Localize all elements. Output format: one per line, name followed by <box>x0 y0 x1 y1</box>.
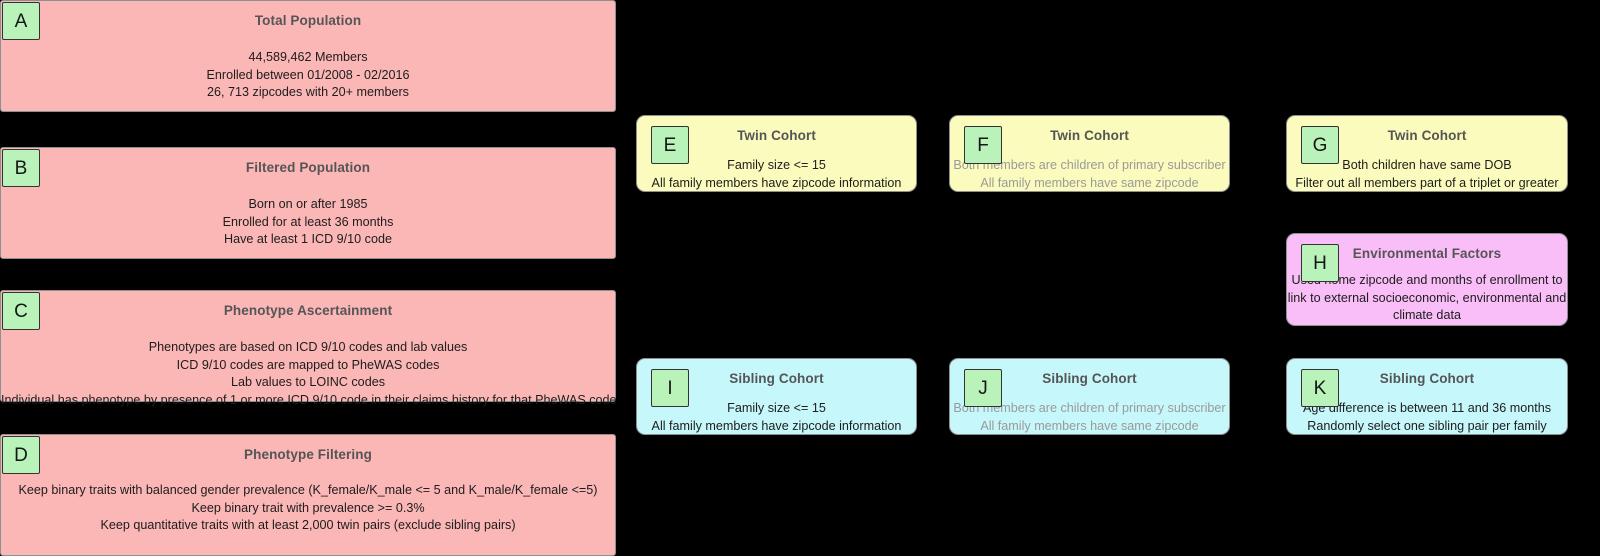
node-line: Randomly select one sibling pair per fam… <box>1307 418 1547 433</box>
node-lines-j: Both members are children of primary sub… <box>950 400 1229 435</box>
node-lines-d: Keep binary traits with balanced gender … <box>1 482 615 535</box>
node-card-h[interactable]: H Environmental Factors Used home zipcod… <box>1286 233 1568 326</box>
node-line: 26, 713 zipcodes with 20+ members <box>207 85 409 99</box>
node-badge-a: A <box>2 2 40 40</box>
node-line: All family members have zipcode informat… <box>651 175 902 190</box>
node-lines-g: Both children have same DOB Filter out al… <box>1287 157 1567 192</box>
node-line: Age difference is between 11 and 36 mont… <box>1302 401 1552 415</box>
node-badge-g: G <box>1301 126 1339 164</box>
node-lines-i: Family size <= 15 All family members have… <box>637 400 916 435</box>
node-line: Individual has phenotype by presence of … <box>1 392 617 407</box>
node-line: Phenotypes are based on ICD 9/10 codes a… <box>148 340 468 354</box>
node-badge-b: B <box>2 149 40 187</box>
node-line: Both members are children of primary sub… <box>953 158 1226 172</box>
node-line: Both members are children of primary sub… <box>953 401 1226 415</box>
node-badge-f: F <box>964 126 1002 164</box>
node-card-b[interactable]: B Filtered Population Born on or after 1… <box>0 147 616 259</box>
node-line: Have at least 1 ICD 9/10 code <box>223 232 392 246</box>
node-badge-c: C <box>2 292 40 330</box>
node-line: 44,589,462 Members <box>248 50 368 64</box>
node-line: All family members have same zipcode <box>980 418 1199 433</box>
node-card-e[interactable]: E Twin Cohort Family size <= 15 All famil… <box>636 115 917 192</box>
node-title-e: Twin Cohort <box>737 128 816 143</box>
node-line: All family members have same zipcode <box>980 175 1199 190</box>
node-card-f[interactable]: F Twin Cohort Both members are children … <box>949 115 1230 192</box>
node-lines-e: Family size <= 15 All family members have… <box>637 157 916 192</box>
node-badge-k: K <box>1301 369 1339 407</box>
node-title-j: Sibling Cohort <box>1042 371 1137 386</box>
node-line: Keep binary traits with balanced gender … <box>18 483 598 497</box>
node-title-f: Twin Cohort <box>1050 128 1129 143</box>
node-line: Family size <= 15 <box>727 158 826 172</box>
node-card-g[interactable]: G Twin Cohort Both children have same DO… <box>1286 115 1568 192</box>
node-card-i[interactable]: I Sibling Cohort Family size <= 15 All fa… <box>636 358 917 435</box>
node-title-h: Environmental Factors <box>1352 246 1502 261</box>
node-lines-k: Age difference is between 11 and 36 mont… <box>1287 400 1567 435</box>
node-lines-f: Both members are children of primary sub… <box>950 157 1229 192</box>
node-badge-i: I <box>651 369 689 407</box>
node-card-d[interactable]: D Phenotype Filtering Keep binary traits… <box>0 434 616 556</box>
node-title-d: Phenotype Filtering <box>244 447 372 462</box>
node-card-c[interactable]: C Phenotype Ascertainment Phenotypes are… <box>0 290 617 407</box>
node-badge-d: D <box>2 436 40 474</box>
node-title-g: Twin Cohort <box>1387 128 1467 143</box>
node-title-b: Filtered Population <box>245 160 371 175</box>
node-line: Born on or after 1985 <box>248 197 368 211</box>
node-badge-h: H <box>1301 244 1339 282</box>
node-line: ICD 9/10 codes are mapped to PheWAS code… <box>176 357 440 372</box>
node-line: Enrolled for at least 36 months <box>222 214 394 229</box>
node-line: Filter out all members part of a triplet… <box>1295 175 1559 190</box>
node-line: Used home zipcode and months of enrollme… <box>1287 273 1567 322</box>
node-title-a: Total Population <box>254 13 362 28</box>
node-lines-c: Phenotypes are based on ICD 9/10 codes a… <box>1 339 617 409</box>
node-line: Lab values to LOINC codes <box>230 375 385 389</box>
node-lines-h: Used home zipcode and months of enrollme… <box>1287 272 1567 325</box>
node-line: Both children have same DOB <box>1342 158 1512 172</box>
node-title-c: Phenotype Ascertainment <box>223 303 393 318</box>
node-badge-e: E <box>651 126 689 164</box>
node-line: Enrolled between 01/2008 - 02/2016 <box>206 67 410 82</box>
node-line: All family members have zipcode informat… <box>651 418 902 433</box>
node-card-j[interactable]: J Sibling Cohort Both members are childr… <box>949 358 1230 435</box>
node-title-k: Sibling Cohort <box>1379 371 1475 386</box>
node-line: Family size <= 15 <box>727 401 826 415</box>
node-card-k[interactable]: K Sibling Cohort Age difference is betwe… <box>1286 358 1568 435</box>
node-line: Keep binary trait with prevalence >= 0.3… <box>191 500 425 515</box>
node-title-i: Sibling Cohort <box>729 371 824 386</box>
node-line: Keep quantitative traits with at least 2… <box>100 518 516 532</box>
node-badge-j: J <box>964 369 1002 407</box>
